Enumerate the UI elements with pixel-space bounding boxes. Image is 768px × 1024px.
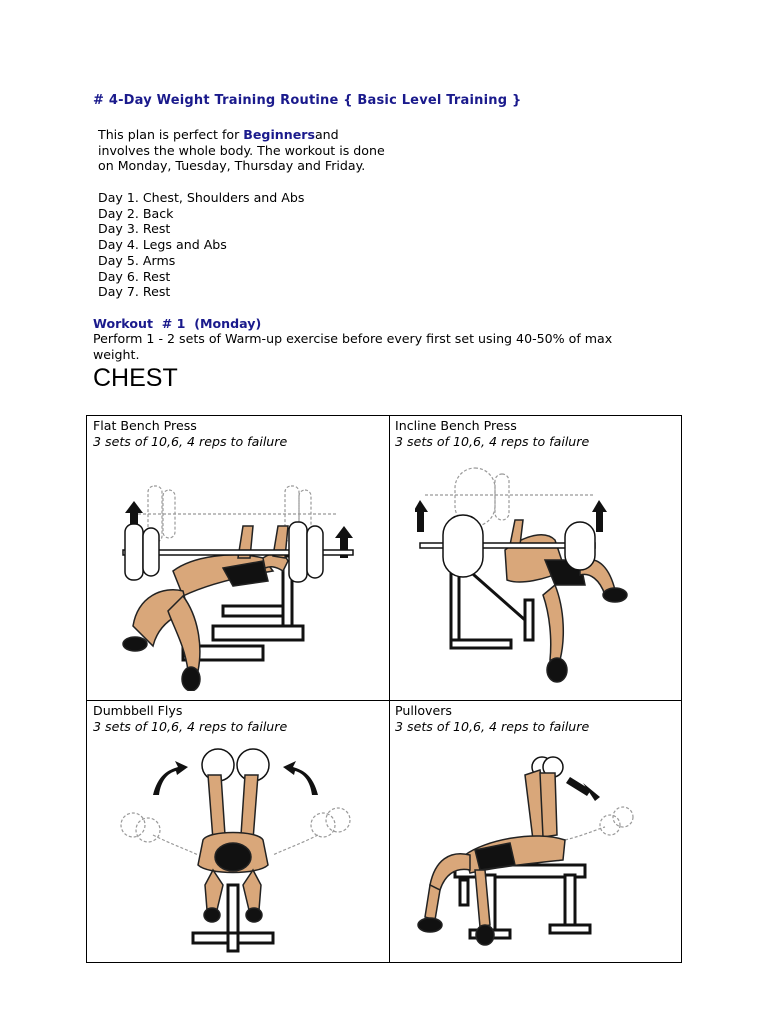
table-divider-vertical bbox=[389, 416, 390, 962]
bench-icon bbox=[181, 554, 305, 662]
dumbbell-icon bbox=[201, 748, 270, 782]
workout-heading: Workout # 1 (Monday) bbox=[93, 316, 262, 331]
flat-bench-press-illustration bbox=[122, 485, 354, 691]
warmup-instructions: Perform 1 - 2 sets of Warm-up exercise b… bbox=[93, 331, 613, 362]
up-arrow-icon bbox=[415, 500, 428, 532]
day-schedule-list: Day 1. Chest, Shoulders and Abs Day 2. B… bbox=[98, 190, 304, 300]
exercise-table: Flat Bench Press 3 sets of 10,6, 4 reps … bbox=[86, 415, 682, 963]
lifter-body bbox=[122, 525, 289, 691]
intro-paragraph: This plan is perfect for Beginnersand in… bbox=[98, 127, 388, 174]
exercise-cell: Pullovers 3 sets of 10,6, 4 reps to fail… bbox=[395, 703, 683, 961]
day-item: Day 7. Rest bbox=[98, 284, 171, 300]
intro-emphasis: Beginners bbox=[243, 127, 315, 142]
curved-arrow-icon bbox=[153, 761, 188, 795]
document-title: # 4-Day Weight Training Routine { Basic … bbox=[93, 93, 522, 108]
day-item: Day 5. Arms bbox=[98, 252, 176, 268]
exercise-name: Flat Bench Press bbox=[93, 418, 197, 433]
day-item: Day 6. Rest bbox=[98, 268, 171, 284]
curved-arrow-icon bbox=[283, 761, 318, 795]
lifter-body bbox=[197, 774, 269, 923]
day-item: Day 1. Chest, Shoulders and Abs bbox=[98, 190, 305, 205]
section-heading-chest: CHEST bbox=[93, 364, 178, 392]
exercise-sets: 3 sets of 10,6, 4 reps to failure bbox=[93, 719, 288, 734]
exercise-sets: 3 sets of 10,6, 4 reps to failure bbox=[395, 434, 590, 449]
exercise-sets: 3 sets of 10,6, 4 reps to failure bbox=[93, 434, 288, 449]
bench-icon bbox=[191, 883, 275, 953]
ghost-barbell bbox=[425, 467, 595, 527]
barbell-icon bbox=[122, 521, 354, 583]
exercise-name: Incline Bench Press bbox=[395, 418, 517, 433]
pullovers-illustration bbox=[417, 756, 634, 946]
up-arrow-icon bbox=[592, 500, 607, 532]
table-divider-horizontal bbox=[87, 700, 681, 701]
day-item: Day 3. Rest bbox=[98, 221, 171, 237]
diagonal-arrow-icon bbox=[566, 777, 600, 801]
intro-text-after: and involves the whole body. The workout… bbox=[98, 127, 385, 174]
day-item: Day 2. Back bbox=[98, 205, 174, 221]
exercise-cell: Dumbbell Flys 3 sets of 10,6, 4 reps to … bbox=[93, 703, 383, 961]
intro-text-before: This plan is perfect for bbox=[98, 127, 244, 142]
ghost-dumbbell bbox=[564, 806, 634, 841]
barbell-icon bbox=[419, 514, 596, 578]
exercise-cell: Flat Bench Press 3 sets of 10,6, 4 reps … bbox=[93, 418, 383, 696]
day-item: Day 4. Legs and Abs bbox=[98, 237, 227, 253]
dumbbell-flys-illustration bbox=[120, 748, 351, 953]
ghost-dumbbell-left bbox=[120, 812, 199, 856]
lifter-body bbox=[417, 769, 566, 946]
exercise-name: Dumbbell Flys bbox=[93, 703, 183, 718]
exercise-sets: 3 sets of 10,6, 4 reps to failure bbox=[395, 719, 590, 734]
incline-bench-press-illustration bbox=[415, 467, 628, 683]
ghost-dumbbell-right bbox=[272, 807, 351, 856]
exercise-name: Pullovers bbox=[395, 703, 452, 718]
exercise-cell: Incline Bench Press 3 sets of 10,6, 4 re… bbox=[395, 418, 683, 696]
